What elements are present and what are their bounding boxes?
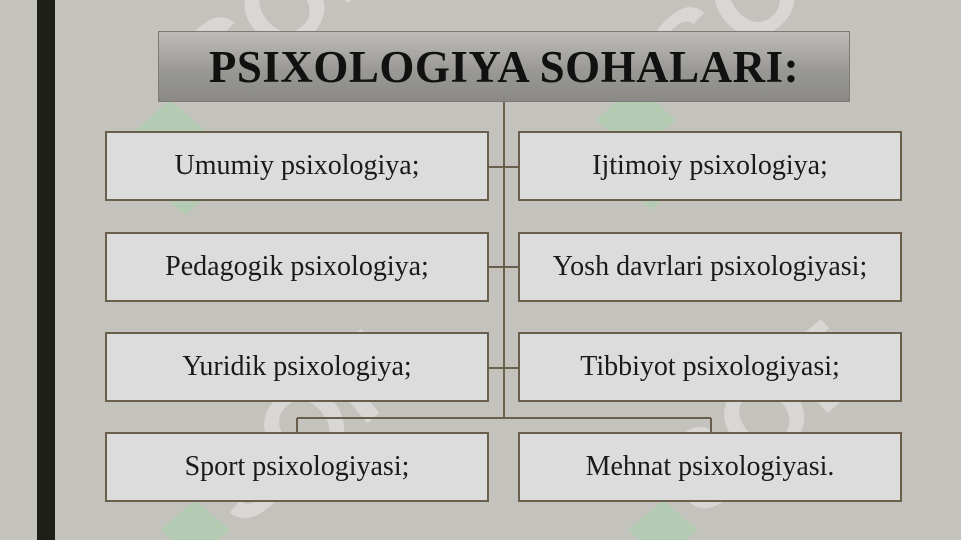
branch-box-mehnat: Mehnat psixologiyasi. [518, 432, 902, 502]
title-box: PSIXOLOGIYA SOHALARI: [158, 31, 850, 102]
branch-label: Yuridik psixologiya; [182, 351, 412, 382]
branch-box-pedagogik: Pedagogik psixologiya; [105, 232, 489, 302]
branch-box-sport: Sport psixologiyasi; [105, 432, 489, 502]
branch-label: Tibbiyot psixologiyasi; [580, 351, 840, 382]
page-title: PSIXOLOGIYA SOHALARI: [208, 41, 800, 92]
branch-label: Ijtimoiy psixologiya; [592, 150, 828, 181]
branch-label: Yosh davrlari psixologiyasi; [552, 251, 868, 282]
branch-label: Umumiy psixologiya; [174, 150, 420, 181]
branch-box-yuridik: Yuridik psixologiya; [105, 332, 489, 402]
branch-box-yosh-davrlari: Yosh davrlari psixologiyasi; [518, 232, 902, 302]
branch-label: Sport psixologiyasi; [184, 451, 410, 482]
branch-box-umumiy: Umumiy psixologiya; [105, 131, 489, 201]
left-accent-bar [37, 0, 55, 540]
branch-box-ijtimoiy: Ijtimoiy psixologiya; [518, 131, 902, 201]
branch-label: Mehnat psixologiyasi. [585, 451, 835, 482]
branch-label: Pedagogik psixologiya; [165, 251, 429, 282]
branch-box-tibbiyot: Tibbiyot psixologiyasi; [518, 332, 902, 402]
